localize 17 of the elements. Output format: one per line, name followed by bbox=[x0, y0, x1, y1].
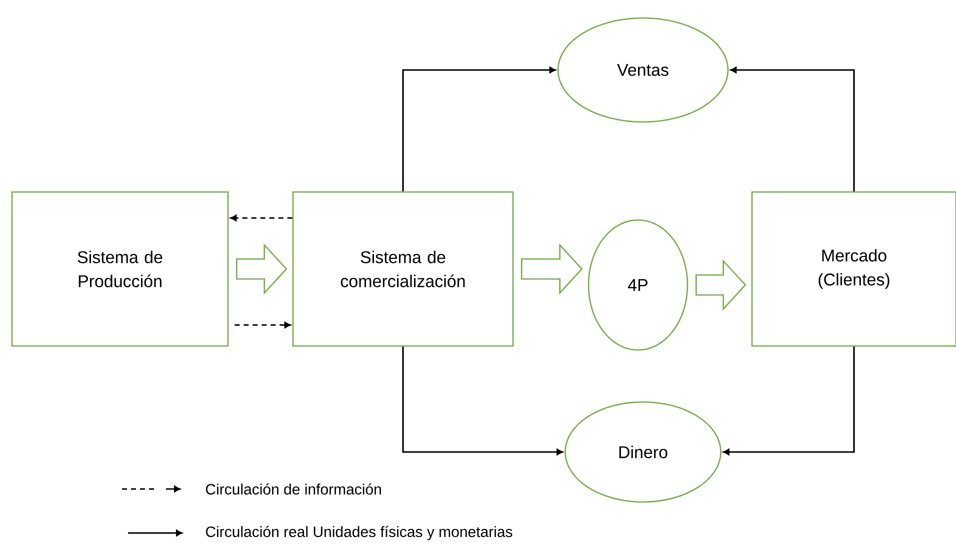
ellipse-node: Ventas bbox=[557, 17, 729, 123]
block-arrow bbox=[236, 243, 288, 295]
legend-text: Circulación de información bbox=[206, 483, 381, 495]
legend-text: Circulación real Unidades físicas y monetarias bbox=[206, 526, 512, 540]
process-box: Sistema de Producción bbox=[11, 191, 229, 347]
arrow bbox=[402, 346, 563, 456]
ellipse-node: Dinero bbox=[564, 401, 722, 503]
ellipse-node: 4P bbox=[588, 219, 688, 351]
block-arrow bbox=[696, 259, 746, 311]
arrow bbox=[402, 66, 556, 192]
dashed-arrow bbox=[230, 214, 292, 222]
block-arrow bbox=[521, 243, 583, 295]
arrow bbox=[723, 346, 855, 456]
dashed-arrow bbox=[234, 322, 291, 328]
process-box: Mercado (Clientes) bbox=[751, 191, 956, 347]
arrow bbox=[730, 66, 855, 192]
process-box: Sistema de comercialización bbox=[292, 191, 514, 347]
